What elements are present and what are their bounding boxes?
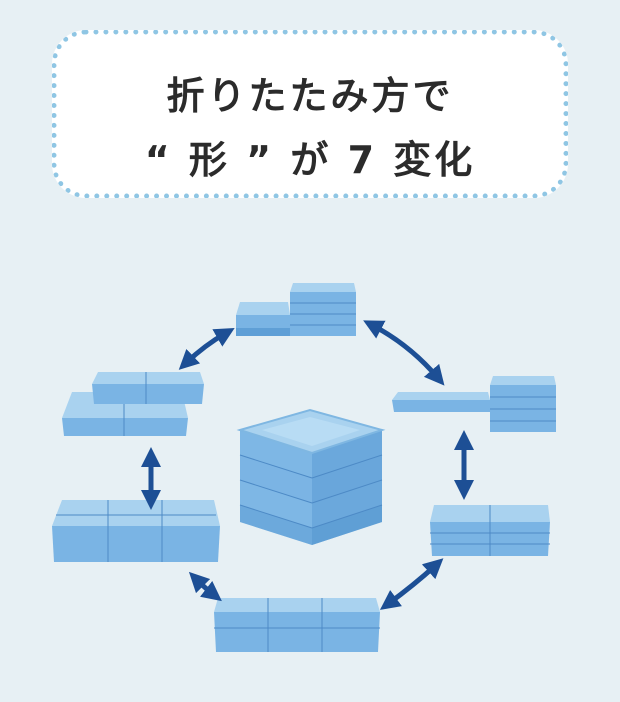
title-banner: 折りたたみ方で “ 形 ” が 7 変化 — [52, 30, 568, 198]
arrow-top-left — [178, 328, 235, 370]
title-line-2: “ 形 ” が 7 変化 — [144, 138, 476, 182]
arrangement-top — [236, 283, 356, 336]
title-line-1: 折りたたみ方で — [166, 74, 454, 118]
arrangement-bottom — [214, 598, 380, 652]
mattress-transform-illustration — [52, 283, 556, 652]
arrow-bottom-left — [188, 571, 222, 602]
arrangement-right-upper — [392, 376, 556, 432]
arrow-bottom-right — [379, 558, 444, 610]
arrangement-right-lower — [430, 505, 550, 556]
arrangement-left-upper — [62, 372, 204, 436]
arrows — [141, 320, 474, 610]
arrangement-left-lower — [52, 500, 220, 562]
center-cube-stack — [236, 408, 386, 545]
arrow-top-right — [363, 320, 445, 386]
